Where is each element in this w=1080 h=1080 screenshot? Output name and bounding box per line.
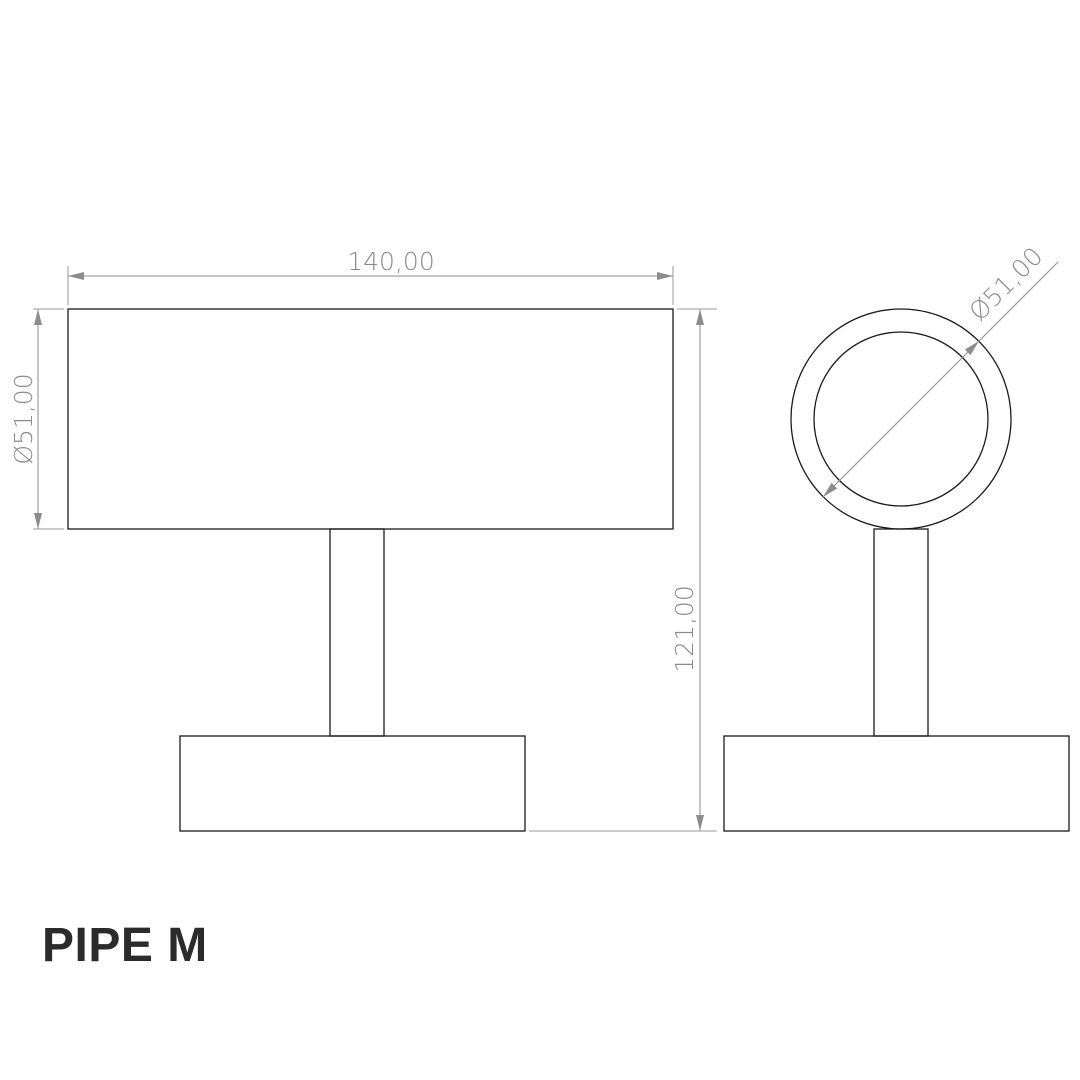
front-stem	[329, 528, 385, 737]
side-view	[723, 308, 1070, 832]
front-view	[67, 308, 674, 832]
side-inner-ring	[813, 331, 989, 507]
width-arrow-right	[657, 272, 673, 280]
front-diameter-dimension: Ø51,00	[9, 308, 64, 530]
sdia-dim-line	[822, 261, 1059, 498]
width-dimension-label: 140,00	[347, 247, 434, 276]
height-dimension: 121,00	[529, 308, 717, 832]
sdia-arrow-upper	[964, 341, 979, 356]
side-stem	[873, 528, 929, 737]
height-arrow-top	[696, 309, 704, 325]
height-arrow-bottom	[696, 815, 704, 831]
product-title: PIPE M	[42, 919, 208, 972]
side-diameter-dimension: Ø51,00	[822, 241, 1059, 498]
height-dimension-label: 121,00	[670, 585, 699, 672]
front-base	[179, 735, 526, 832]
width-dimension: 140,00	[67, 247, 674, 305]
sdia-arrow-lower	[823, 482, 838, 497]
fdia-arrow-bottom	[34, 513, 42, 529]
side-base	[723, 735, 1070, 832]
front-pipe-body	[67, 308, 674, 530]
front-diameter-label: Ø51,00	[9, 373, 38, 464]
width-arrow-left	[68, 272, 84, 280]
fdia-arrow-top	[34, 309, 42, 325]
